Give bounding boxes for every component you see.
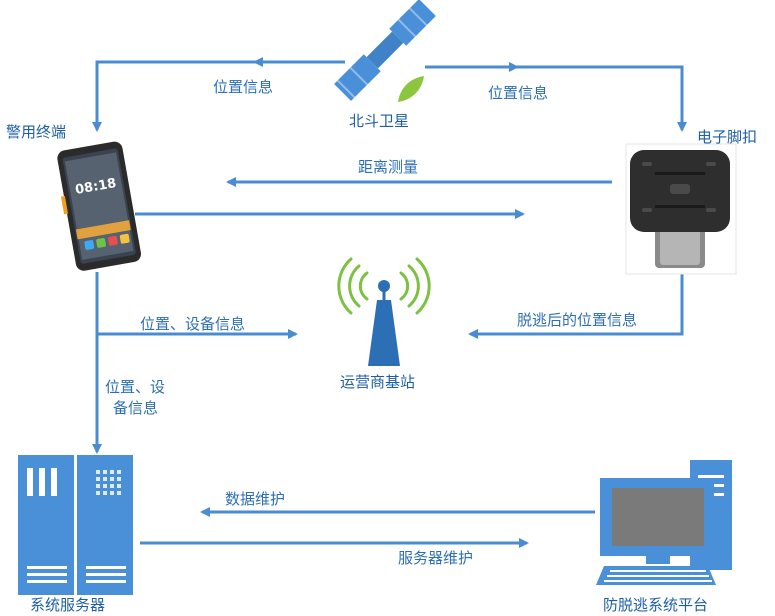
edge-label-sat-to-phone: 位置信息 [213, 78, 274, 96]
anklet-label: 电子脚扣 [697, 128, 758, 146]
satellite-label: 北斗卫星 [349, 112, 410, 130]
tower-label: 运营商基站 [340, 373, 416, 391]
arrow-sat-to-anklet [425, 65, 687, 132]
platform-label: 防脱逃系统平台 [603, 596, 709, 614]
edge-label-server-maintenance: 服务器维护 [398, 549, 474, 567]
edge-label-phone-to-server-line1: 位置、设 [105, 378, 166, 396]
phone-time: 08:18 [74, 176, 117, 198]
arrow-sat-to-phone [92, 60, 345, 132]
phone-icon: 08:18 [57, 141, 142, 271]
connectors [92, 57, 687, 548]
satellite-icon [334, 0, 436, 102]
edge-label-distance: 距离测量 [358, 158, 419, 176]
computer-icon [596, 460, 732, 585]
edge-label-sat-to-anklet: 位置信息 [488, 84, 549, 102]
leaf-icon [398, 76, 424, 102]
edge-label-phone-to-server-line2: 备信息 [113, 399, 159, 417]
tower-icon [337, 257, 431, 366]
server-label: 系统服务器 [30, 596, 106, 614]
phone-label: 警用终端 [6, 123, 67, 141]
arrow-anklet-to-tower [468, 270, 684, 339]
edge-label-anklet-to-tower: 脱逃后的位置信息 [517, 311, 638, 329]
anklet-icon [625, 143, 737, 275]
server-icon [18, 455, 133, 595]
edge-label-data-maintenance: 数据维护 [225, 490, 286, 508]
edge-label-phone-to-tower: 位置、设备信息 [140, 315, 246, 333]
